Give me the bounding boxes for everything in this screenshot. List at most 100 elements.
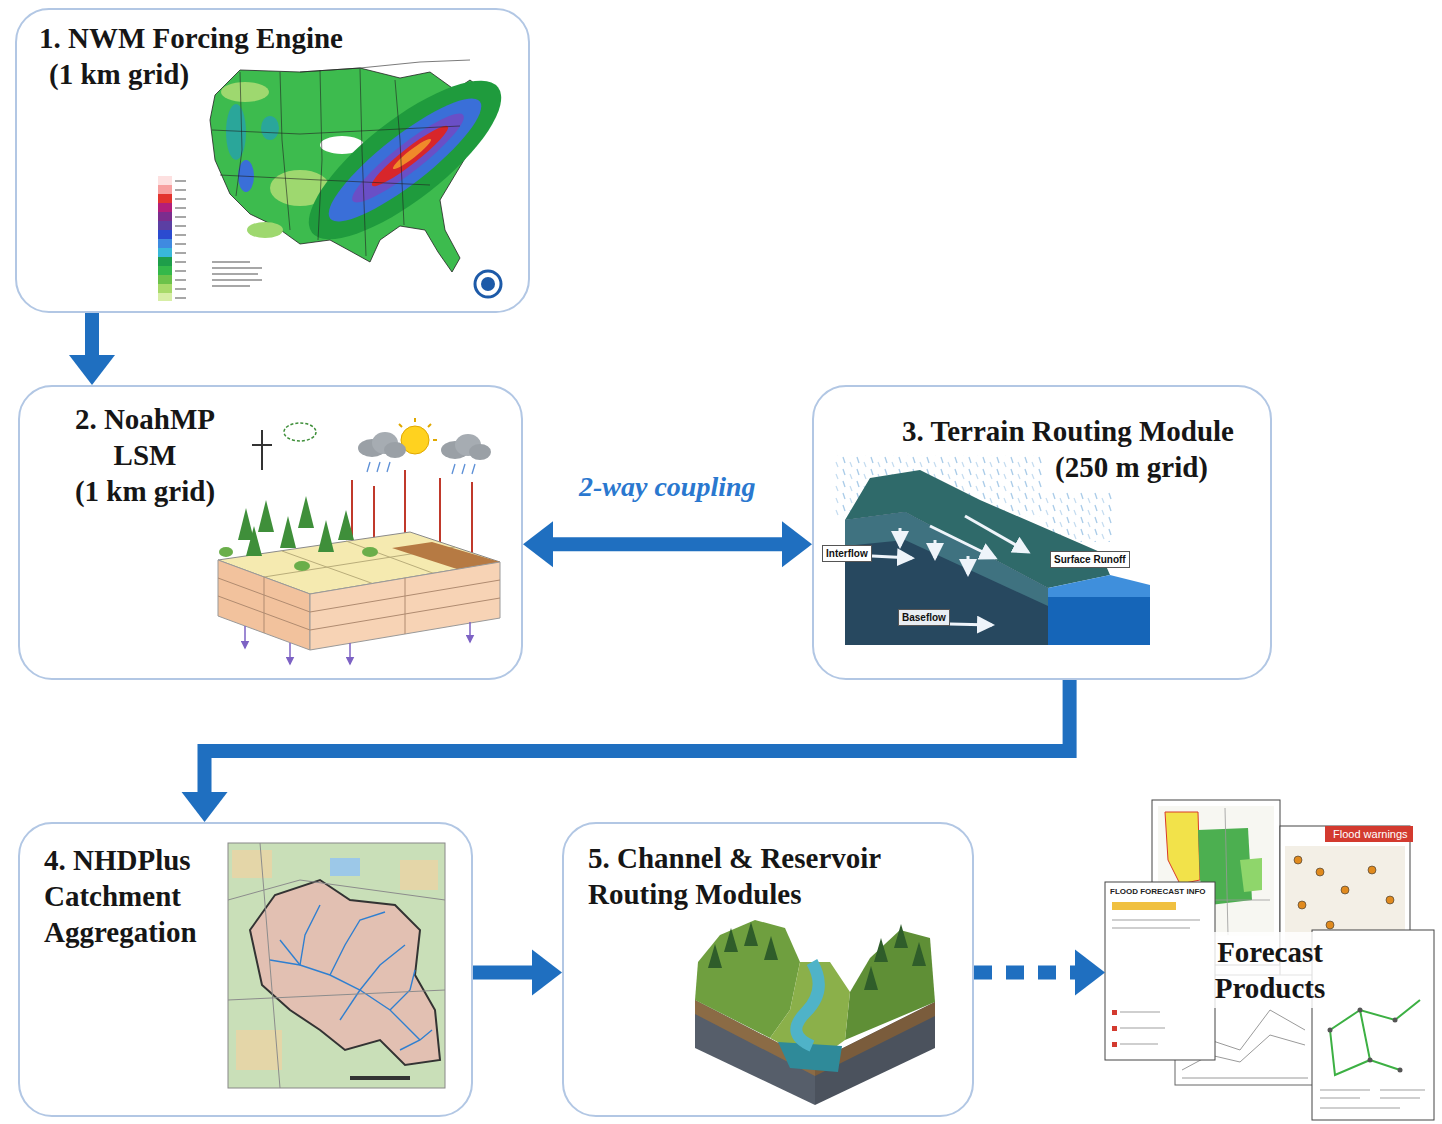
precipitation-map-part-part	[175, 207, 186, 209]
forecast-documents	[1105, 800, 1434, 1120]
precipitation-map-part-part	[212, 267, 262, 269]
channel-illustration-part-part	[912, 942, 926, 966]
channel-illustration-part	[796, 962, 818, 1046]
terrain-illustration-part-part	[930, 526, 995, 558]
forecast-documents-part-part	[1112, 1026, 1117, 1031]
channel-illustration-part-part	[874, 938, 888, 962]
flow-arrow	[69, 313, 115, 385]
catchment-map-part	[236, 1030, 282, 1070]
precipitation-map-part-part	[220, 175, 430, 185]
forecast-documents-part-part	[1182, 1078, 1308, 1079]
forecast-documents-part-part	[1320, 1107, 1400, 1108]
process-box: 5. Channel & Reservoir Routing Modules	[562, 822, 974, 1117]
precipitation-map-part	[212, 60, 470, 256]
arrowhead	[69, 355, 115, 385]
land-surface-illustration-part-part	[362, 547, 378, 557]
land-surface-illustration-part	[284, 423, 316, 441]
land-surface-illustration-part-part	[264, 577, 265, 633]
box-title: 5. Channel & Reservoir Routing Modules	[588, 840, 938, 912]
precipitation-map-part-part	[175, 225, 186, 227]
catchment-map	[228, 843, 445, 1088]
forecast-documents-part	[1328, 1008, 1403, 1073]
forecast-documents-part	[1112, 902, 1176, 910]
forecast-documents-part-part	[1368, 1058, 1373, 1063]
forecast-documents-part-part	[1298, 901, 1306, 909]
catchment-map-part	[330, 858, 360, 876]
land-surface-illustration-part	[218, 560, 310, 650]
forecast-documents-part-part	[1294, 856, 1302, 864]
forecast-documents-part-part	[1320, 1097, 1360, 1098]
box-title: 2. NoahMP LSM	[60, 401, 230, 473]
land-surface-illustration-part	[218, 577, 500, 634]
precipitation-map-part-part	[175, 180, 186, 182]
box-title: 1. NWM Forcing Engine	[39, 20, 479, 56]
catchment-map-part-part	[400, 1030, 432, 1050]
channel-illustration	[695, 920, 935, 1105]
process-box: 3. Terrain Routing Module(250 m grid)	[812, 385, 1272, 680]
connector-shaft	[473, 966, 534, 980]
connector-shaft	[85, 313, 99, 357]
precipitation-map-part	[247, 222, 283, 238]
precipitation-map-part	[158, 239, 172, 248]
channel-illustration-part-part	[744, 922, 758, 946]
forecast-documents-part-part	[1386, 896, 1394, 904]
precipitation-map-part	[158, 230, 172, 239]
channel-illustration-part-part	[724, 928, 738, 952]
product-header: FLOOD FORECAST INFO	[1109, 887, 1207, 897]
land-surface-illustration-part-part	[414, 418, 416, 422]
forecast-documents-part	[1320, 1090, 1425, 1108]
grid-resolution: (250 m grid)	[908, 449, 1208, 485]
precipitation-map-part	[158, 212, 172, 221]
precipitation-map-part-part	[212, 126, 460, 134]
precipitation-map-part	[158, 194, 172, 203]
terrain-illustration-part-part	[934, 540, 937, 558]
flow-label: Surface Runoff	[1050, 551, 1130, 568]
land-surface-illustration-part-part	[472, 464, 475, 474]
process-box: 1. NWM Forcing Engine(1 km grid)	[15, 8, 530, 313]
forecast-documents-part-part	[1225, 808, 1228, 935]
forecast-documents-part-part	[1330, 1030, 1370, 1075]
precipitation-map-part	[158, 221, 172, 230]
land-surface-illustration-part-part	[294, 561, 310, 571]
land-surface-illustration-part-part	[318, 520, 334, 552]
land-surface-illustration-part-part	[367, 462, 370, 472]
precipitation-map-part-part	[212, 285, 250, 287]
land-surface-illustration-part	[393, 418, 437, 440]
land-surface-illustration-part-part	[349, 643, 351, 664]
flow-arrow	[473, 949, 562, 995]
land-surface-illustration	[218, 418, 500, 664]
forecast-documents-part-part	[1120, 1043, 1158, 1044]
box-title: Forecast Products	[1186, 932, 1354, 1008]
land-surface-illustration-part-part	[289, 643, 291, 664]
land-surface-illustration-part	[219, 547, 378, 571]
precipitation-map-part-part	[395, 80, 404, 225]
land-surface-illustration-part-part	[462, 464, 465, 474]
precipitation-map-part	[158, 176, 172, 185]
forecast-documents-part-part	[1380, 1097, 1420, 1098]
precipitation-map-part-part	[175, 261, 186, 263]
forecast-documents-part	[1165, 812, 1200, 884]
land-surface-illustration-part-part	[404, 470, 406, 540]
precipitation-map-part	[287, 56, 522, 264]
catchment-map-part-part	[228, 880, 445, 900]
forecast-documents-part-part	[1112, 1010, 1117, 1015]
output-node: Forecast Products	[1105, 820, 1435, 1120]
land-surface-illustration-part-part	[405, 578, 406, 634]
catchment-map-part	[228, 843, 445, 1088]
forecast-documents-part-part	[1326, 921, 1334, 929]
forecast-documents-part-part	[1112, 927, 1190, 928]
forecast-documents-part	[1294, 856, 1394, 939]
terrain-illustration-part	[1048, 597, 1150, 645]
precipitation-map-part	[158, 257, 172, 266]
land-surface-illustration-part	[367, 462, 475, 474]
land-surface-illustration-part-part	[469, 622, 471, 642]
land-surface-illustration-part	[310, 562, 500, 650]
catchment-map-part-part	[280, 940, 300, 965]
land-surface-illustration-part-part	[428, 424, 431, 427]
box-title: 4. NHDPlus Catchment Aggregation	[44, 842, 229, 950]
catchment-map-part	[228, 843, 445, 1088]
catchment-map-part-part	[300, 905, 320, 965]
land-surface-illustration-part-part	[433, 439, 437, 441]
catchment-map-part-part	[360, 945, 405, 990]
